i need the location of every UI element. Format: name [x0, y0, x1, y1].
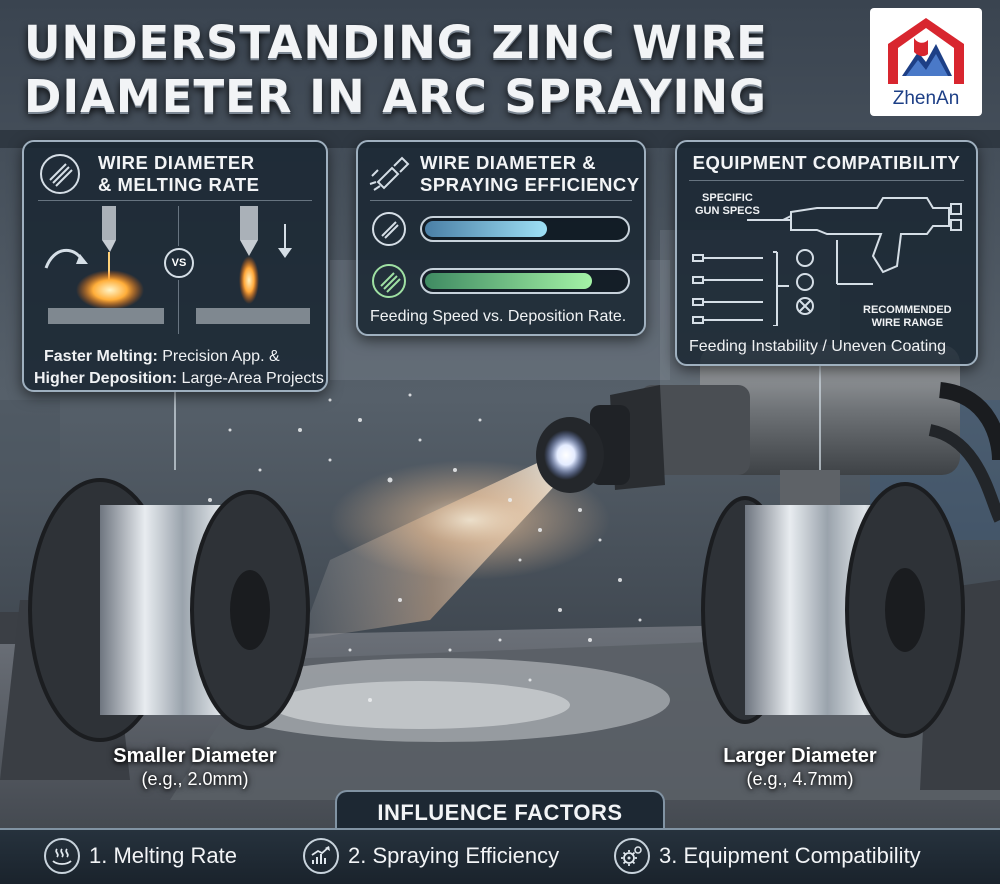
small-wire-spool — [0, 478, 310, 780]
deposition-rate-bar-fill — [425, 273, 593, 289]
smaller-diameter-example: (e.g., 2.0mm) — [141, 769, 249, 789]
melting-speed-bar-fill — [425, 221, 547, 237]
larger-diameter-caption: Larger Diameter (e.g., 4.7mm) — [690, 744, 910, 790]
factor-label: 3. Equipment Compatibility — [659, 843, 921, 868]
influence-factors-bar — [0, 828, 1000, 884]
equipment-caption: Feeding Instability / Uneven Coating — [689, 338, 947, 355]
house-mountain-logo-icon — [888, 18, 964, 84]
melting-rate-panel: WIRE DIAMETER & MELTING RATE VS — [22, 140, 328, 392]
factor-label: 2. Spraying Efficiency — [348, 843, 560, 868]
divider — [370, 200, 632, 201]
vs-label: VS — [171, 257, 187, 269]
higher-deposition-label: Higher Deposition: — [34, 370, 178, 387]
factor-equipment-compatibility: 3. Equipment Compatibility — [614, 838, 921, 874]
smaller-diameter-caption: Smaller Diameter (e.g., 2.0mm) — [80, 744, 310, 790]
gun-specs-line-2: GUN SPECS — [695, 205, 760, 217]
spray-particles — [208, 393, 642, 702]
thick-wire-icon — [372, 264, 406, 298]
larger-diameter-label: Larger Diameter — [723, 745, 877, 767]
logo-text: ZhenAn — [892, 88, 960, 109]
heat-waves-icon — [44, 838, 80, 874]
gun-specs-line-1: SPECIFIC — [702, 192, 753, 204]
melting-heading-line-2: & MELTING RATE — [98, 174, 260, 195]
influence-title: INFLUENCE FACTORS — [377, 800, 623, 825]
vs-divider-bottom — [178, 280, 179, 334]
page-title: UNDERSTANDING ZINC WIRE DIAMETER IN ARC … — [24, 16, 844, 124]
title-line-1: UNDERSTANDING ZINC WIRE — [24, 16, 768, 69]
factor-label: 1. Melting Rate — [89, 843, 237, 868]
faster-melting-label: Faster Melting: — [44, 348, 158, 365]
title-line-2: DIAMETER IN ARC SPRAYING — [24, 70, 767, 123]
divider — [689, 180, 964, 181]
wire-coil-icon — [40, 154, 80, 194]
deposition-rate-bar — [420, 268, 630, 294]
large-wire-melting-illustration — [196, 206, 310, 324]
faster-melting-text: Precision App. & — [157, 348, 280, 365]
spray-gun-schematic — [692, 197, 962, 326]
efficiency-heading-line-1: WIRE DIAMETER & — [420, 152, 597, 173]
recommended-range-line-2: WIRE RANGE — [871, 317, 944, 329]
gears-icon — [614, 838, 650, 874]
gun-specs-label: SPECIFIC GUN SPECS — [695, 192, 760, 218]
melting-caption-2: Higher Deposition: Large-Area Projects — [34, 370, 324, 388]
brand-logo: ZhenAn — [870, 8, 982, 116]
equipment-panel-heading: EQUIPMENT COMPATIBILITY — [692, 152, 961, 173]
efficiency-panel-heading: WIRE DIAMETER & SPRAYING EFFICIENCY — [420, 152, 640, 196]
recommended-range-line-1: RECOMMENDED — [863, 304, 952, 316]
efficiency-caption: Feeding Speed vs. Deposition Rate. — [370, 308, 627, 325]
vs-divider-top — [178, 206, 179, 246]
smaller-diameter-label: Smaller Diameter — [113, 745, 277, 767]
trend-chart-icon — [303, 838, 339, 874]
factor-melting-rate: 1. Melting Rate — [44, 838, 237, 874]
melting-heading-line-1: WIRE DIAMETER — [98, 152, 255, 173]
recommended-range-label: RECOMMENDED WIRE RANGE — [863, 304, 952, 330]
spraying-efficiency-panel: WIRE DIAMETER & SPRAYING EFFICIENCY Feed… — [356, 140, 646, 336]
divider — [38, 200, 312, 201]
melting-panel-heading: WIRE DIAMETER & MELTING RATE — [98, 152, 260, 196]
small-wire-melting-illustration — [44, 206, 164, 324]
larger-diameter-example: (e.g., 4.7mm) — [746, 769, 854, 789]
melting-speed-bar — [420, 216, 630, 242]
efficiency-heading-line-2: SPRAYING EFFICIENCY — [420, 174, 640, 195]
vs-badge: VS — [164, 248, 194, 278]
factor-spraying-efficiency: 2. Spraying Efficiency — [303, 838, 559, 874]
large-wire-spool — [701, 482, 1000, 790]
thin-wire-icon — [372, 212, 406, 246]
spray-gun — [536, 345, 1000, 550]
higher-deposition-text: Large-Area Projects — [177, 370, 324, 387]
melting-caption-1: Faster Melting: Precision App. & — [44, 348, 280, 366]
equipment-compatibility-panel: EQUIPMENT COMPATIBILITY SPECIFIC GUN SPE… — [675, 140, 978, 366]
spray-gun-icon — [369, 156, 410, 191]
